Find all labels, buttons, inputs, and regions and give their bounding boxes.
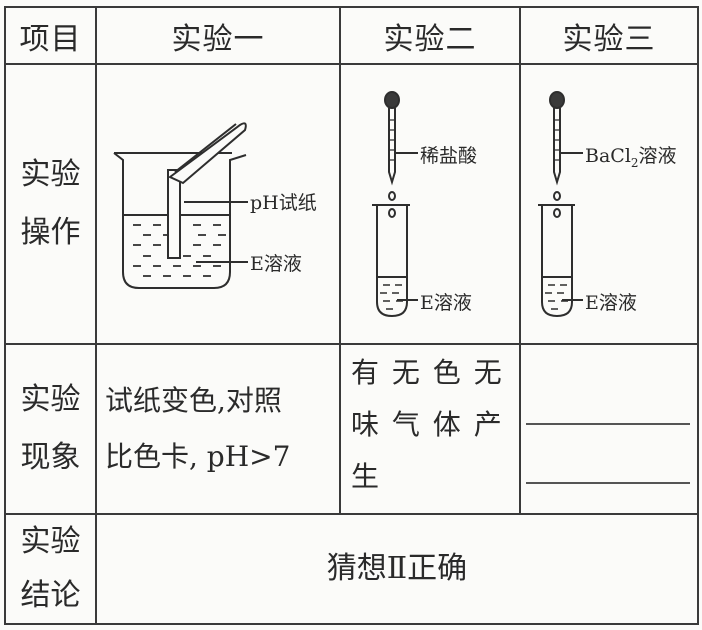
header-item: 项目 [19, 21, 82, 57]
bacl2-formula: BaCl [585, 145, 631, 167]
row-label-phenomenon-line1: 实验 [20, 382, 81, 417]
row-label-operation-line2: 操作 [20, 215, 81, 250]
row-label-conclusion: 实验 结论 [6, 515, 95, 623]
row-label-conclusion-line1: 实验 [20, 524, 81, 559]
row-label-operation-line1: 实验 [20, 157, 81, 192]
bacl2-suffix: 溶液 [638, 145, 677, 167]
exp1-phenomenon-line1: 试纸变色,对照 [105, 384, 282, 417]
header-experiment-1: 实验一 [171, 21, 265, 57]
row-label-conclusion-line2: 结论 [20, 578, 81, 613]
table-row-divider-1 [4, 63, 699, 65]
dropper-and-test-tube-icon-3 [538, 91, 583, 318]
bacl2-subscript: 2 [630, 155, 639, 170]
table-border-left [4, 6, 6, 625]
table-row-divider-2 [4, 343, 699, 345]
header-experiment-3: 实验三 [562, 21, 656, 57]
exp1-phenomenon-line2: 比色卡, pH>7 [105, 440, 291, 473]
bacl2-solution-label: BaCl2溶液 [585, 141, 677, 170]
dropper-and-test-tube-icon-2 [372, 91, 418, 318]
table-border-top [4, 6, 699, 8]
ph-paper-label: pH试纸 [250, 192, 317, 214]
table-col-divider-2 [339, 6, 341, 515]
table-col-divider-1 [95, 6, 97, 625]
exp3-phenomenon-blank-line-1[interactable] [526, 423, 690, 425]
exp2-phenomenon-line2: 味 气 体 产 [351, 408, 504, 441]
exp1-phenomenon: 试纸变色,对照 比色卡, pH>7 [97, 345, 339, 513]
exp2-solution-label: E溶液 [420, 292, 472, 314]
table-row-divider-3 [4, 513, 699, 515]
header-experiment-2: 实验二 [383, 21, 477, 57]
exp2-phenomenon-line3: 生 [351, 460, 380, 493]
conclusion-value: 猜想Ⅱ正确 [326, 551, 468, 586]
exp1-solution-label: E溶液 [250, 253, 302, 275]
exp2-phenomenon: 有 无 色 无 味 气 体 产 生 [341, 345, 519, 513]
beaker-icon [113, 122, 248, 289]
row-label-operation: 实验 操作 [6, 65, 95, 343]
exp3-solution-label: E溶液 [585, 292, 637, 314]
dilute-hcl-label: 稀盐酸 [420, 145, 478, 167]
row-label-phenomenon: 实验 现象 [6, 345, 95, 513]
row-label-phenomenon-line2: 现象 [20, 440, 81, 475]
exp2-phenomenon-line1: 有 无 色 无 [351, 356, 504, 389]
exp3-phenomenon-blank-line-2[interactable] [526, 482, 690, 484]
table-border-bottom [4, 623, 699, 625]
table-col-divider-3 [519, 6, 521, 515]
table-border-right [697, 6, 699, 625]
